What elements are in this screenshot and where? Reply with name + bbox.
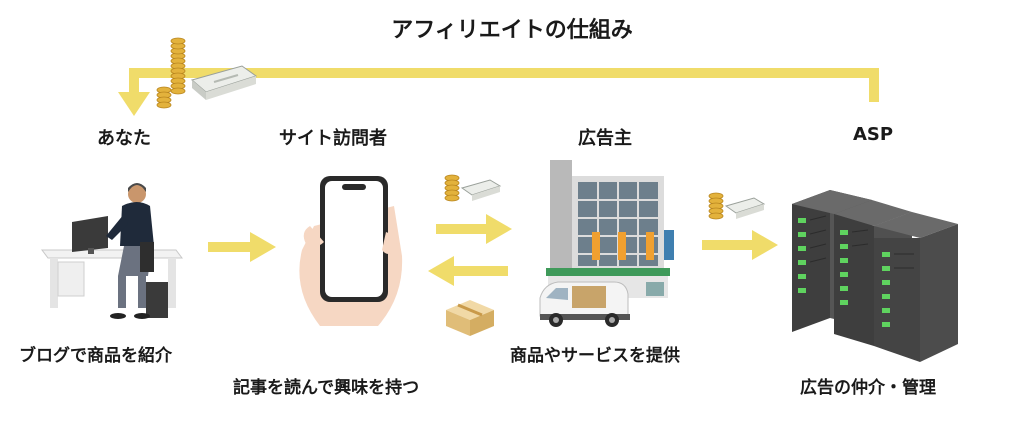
arrow-advertiser-to-asp (702, 230, 778, 260)
smartphone-in-hand-icon (299, 176, 403, 326)
coin-stack-icon (444, 174, 460, 202)
arrow-you-to-visitor (208, 232, 276, 262)
cash-bundle-icon (724, 197, 766, 219)
label-asp: ASP (853, 124, 894, 145)
office-building-icon (546, 160, 674, 298)
arrow-visitor-to-advertiser (436, 214, 512, 244)
label-you: あなた (97, 128, 151, 149)
label-visitor: サイト訪問者 (279, 128, 387, 149)
server-rack-icon (792, 190, 958, 362)
cash-bundle-icon (460, 179, 502, 201)
coin-stack-icon (708, 192, 724, 220)
cash-bundle-icon (190, 65, 258, 100)
caption-asp: 広告の仲介・管理 (800, 378, 936, 398)
label-advertiser: 広告主 (578, 128, 632, 149)
return-arrow (118, 68, 879, 116)
caption-visitor: 記事を読んで興味を持つ (233, 378, 420, 398)
diagram-title: アフィリエイトの仕組み (391, 18, 633, 43)
package-icon (446, 300, 494, 336)
arrow-advertiser-to-visitor (428, 256, 508, 286)
caption-advertiser: 商品やサービスを提供 (510, 346, 680, 366)
caption-you: ブログで商品を紹介 (19, 346, 172, 366)
delivery-van-icon (539, 281, 630, 327)
person-at-desk-icon (41, 183, 183, 319)
